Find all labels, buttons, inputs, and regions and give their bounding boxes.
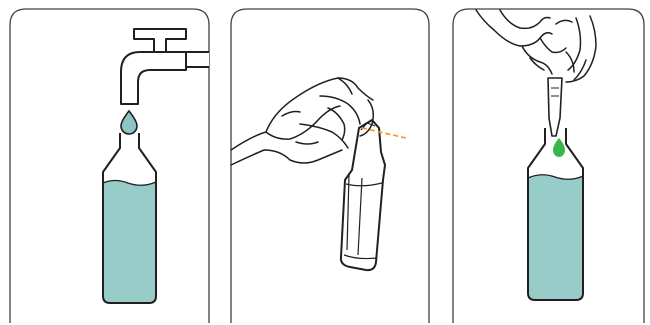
panel-2 [231, 9, 429, 323]
panel-1 [10, 9, 209, 323]
hands-icon [476, 10, 596, 82]
bottle-water [103, 181, 156, 304]
tap-icon [121, 29, 209, 104]
green-drop-icon [553, 138, 565, 157]
ampoule-icon [341, 120, 385, 270]
panel-3 [453, 9, 644, 323]
bottle-icon [103, 133, 156, 303]
panel-2-frame [231, 9, 429, 323]
bottle-water [528, 175, 583, 300]
dropper-icon [548, 78, 562, 136]
hand-icon [231, 78, 373, 165]
water-drop-icon [121, 111, 137, 134]
